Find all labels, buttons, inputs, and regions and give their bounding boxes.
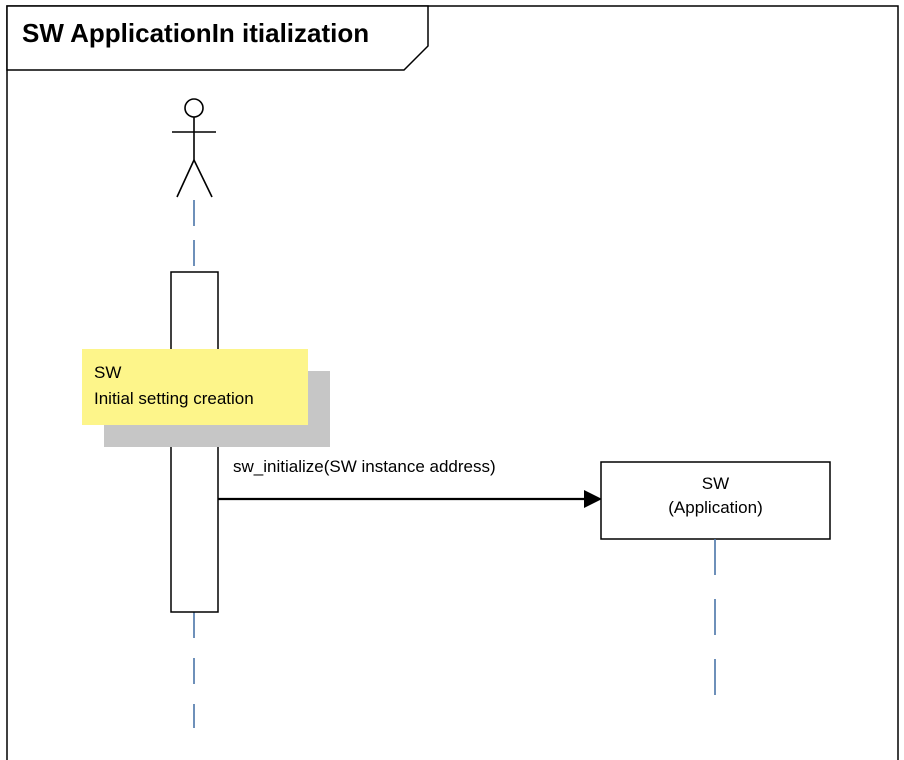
note-line-2: Initial setting creation: [94, 389, 254, 408]
object-box: [600, 461, 831, 540]
message-arrowhead: [584, 490, 602, 508]
message-label: sw_initialize(SW instance address): [233, 457, 496, 476]
object-label-type: (Application): [668, 498, 763, 517]
frame-title-tab: [6, 5, 429, 71]
actor-icon: [172, 98, 216, 198]
note-line-1: SW: [94, 363, 122, 382]
diagram-title: SW ApplicationIn itialization: [22, 18, 370, 48]
object-label-name: SW: [701, 474, 730, 493]
note-box: SW Initial setting creation: [82, 349, 308, 425]
